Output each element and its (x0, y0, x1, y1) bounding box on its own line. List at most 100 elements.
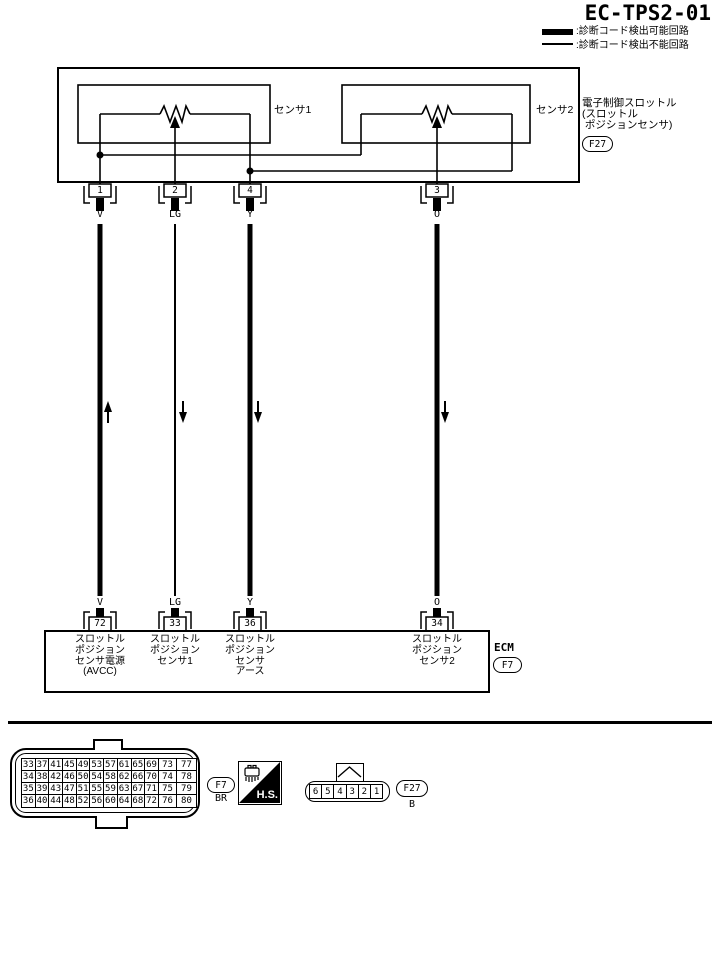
ecm-box (44, 630, 490, 693)
connector-tab-top (93, 739, 123, 750)
connector-tab-bottom (95, 816, 128, 829)
throttle-connector-pins: 6 5 4 3 2 1 (309, 784, 384, 799)
section-divider (8, 721, 712, 724)
wire-lg-thin (174, 224, 176, 596)
connector-grip-icon (244, 764, 260, 782)
ecm-connector-pin-cell: 57 (104, 759, 118, 772)
terminal-stub (433, 608, 441, 618)
throttle-unit-label: 電子制御スロットル (スロットル ポジションセンサ) (582, 97, 677, 131)
ecm-pin-function: スロットル ポジション センサ アース (225, 634, 275, 678)
ecm-connector-pin-cell: 40 (36, 795, 50, 808)
pin-box (238, 183, 262, 198)
ecm-connector-pin-cell: 80 (181, 796, 192, 807)
ecm-connector-pin-cell: 64 (118, 795, 132, 808)
ecm-connector-pin-cell: 41 (49, 759, 64, 772)
flow-arrow-down (254, 401, 262, 423)
terminal-stub (96, 198, 104, 211)
throttle-unit-box (57, 67, 580, 183)
ecm-connector-pin-cell: 61 (117, 759, 132, 772)
sensor-pin-number: 1 (97, 185, 103, 196)
connector-color-code: BR (214, 793, 228, 804)
ecm-connector-pin-cell: 49 (76, 759, 91, 772)
ecm-connector-pin-cell: 44 (50, 795, 64, 808)
sensor-pin-number: 4 (247, 185, 253, 196)
wire-y-thick (247, 224, 253, 596)
ecm-connector-pin-cell: 67 (131, 783, 146, 796)
ecm-pin-number: 72 (94, 618, 106, 629)
throttle-pin-cell: 1 (369, 784, 384, 799)
terminal-stub (171, 608, 179, 618)
terminal-stub (433, 198, 441, 211)
wire-color-label: LG (168, 597, 182, 608)
ecm-connector-pin-cell: 50 (76, 771, 91, 784)
ecm-connector-pin-cell: 75 (158, 783, 178, 796)
wire-color-label: O (433, 597, 441, 608)
throttle-pin-cell: 3 (345, 784, 359, 799)
ecm-connector-pin-cell: 69 (145, 759, 159, 772)
harness-side-badge: H.S. (238, 761, 282, 805)
ecm-pin-number: 33 (169, 618, 181, 629)
sensor2-box (341, 84, 531, 144)
ecm-connector-pin-cell: 33 (22, 759, 36, 772)
ecm-connector-pin-cell: 42 (49, 771, 64, 784)
hs-label: H.S. (256, 789, 278, 801)
ecm-connector-pin-cell: 52 (77, 795, 91, 808)
ecm-connector-pin-cell: 43 (49, 783, 64, 796)
ecm-connector-pin-cell: 79 (177, 783, 196, 796)
ecm-connector-pin-cell: 76 (159, 795, 178, 808)
ecm-pin-number: 34 (431, 618, 443, 629)
wiper-arrow1 (170, 116, 180, 128)
ecm-label: ECM (494, 641, 514, 654)
throttle-connector-tab (336, 763, 364, 782)
ecm-connector-pin-cell: 74 (158, 771, 178, 784)
sensor-pin-number: 3 (434, 185, 440, 196)
ecm-connector-pin-cell: 71 (145, 783, 159, 796)
ecm-connector-pin-cell: 56 (91, 795, 105, 808)
ecm-connector-pin-cell: 47 (63, 783, 77, 796)
sensor-pin-number: 2 (172, 185, 178, 196)
pin-box (425, 183, 449, 198)
ecm-connector-pin-cell: 70 (145, 771, 159, 784)
ecm-connector-pin-cell: 68 (132, 795, 146, 808)
sensor1-label: センサ1 (274, 104, 312, 116)
connector-id-badge-f27-footer: F27 (396, 780, 428, 797)
ecm-connector-pin-cell: 51 (76, 783, 91, 796)
sensor1-box (77, 84, 271, 144)
ecm-connector-pin-cell: 36 (22, 795, 36, 808)
connector-id-badge-f7: F7 (493, 657, 522, 673)
ecm-connector-pin-cell: 45 (63, 759, 77, 772)
terminal-stub (246, 198, 254, 211)
connector-color-code: B (408, 799, 416, 810)
potentiometer2 (360, 103, 513, 184)
terminal-stub (246, 608, 254, 618)
resistor-zigzag (159, 103, 191, 125)
flow-arrow-down (441, 401, 449, 423)
legend-thin-line (542, 43, 573, 45)
resistor-zigzag (421, 103, 453, 125)
wiper-arrow2 (432, 116, 442, 128)
connector-id-badge-f27: F27 (582, 136, 613, 152)
terminal-stub (171, 198, 179, 211)
ecm-pin-function: スロットル ポジション センサ電源 (AVCC) (75, 634, 125, 678)
legend-thin-label: :診断コード検出不能回路 (576, 40, 689, 51)
ecm-connector-pin-cell: 63 (117, 783, 132, 796)
ecm-connector-pin-cell: 53 (90, 759, 105, 772)
wire-color-label: LG (168, 209, 182, 220)
ecm-connector-pin-cell: 72 (146, 795, 159, 808)
legend-thick-label: :診断コード検出可能回路 (576, 26, 689, 37)
wire-color-label: Y (246, 597, 254, 608)
ecm-connector-pin-cell: 46 (63, 771, 77, 784)
ecm-pin-function: スロットル ポジション センサ2 (412, 634, 462, 667)
sensor2-label: センサ2 (536, 104, 574, 116)
ecm-connector-pin-cell: 77 (177, 759, 196, 772)
ecm-connector-pins (83, 608, 454, 632)
ecm-connector-pin-cell: 48 (63, 795, 77, 808)
ecm-connector-pin-cell: 66 (131, 771, 146, 784)
ecm-connector-pin-cell: 38 (35, 771, 50, 784)
hs-triangle (239, 762, 280, 803)
flow-arrow-up (104, 401, 112, 423)
ecm-connector-pin-cell: 55 (90, 783, 105, 796)
